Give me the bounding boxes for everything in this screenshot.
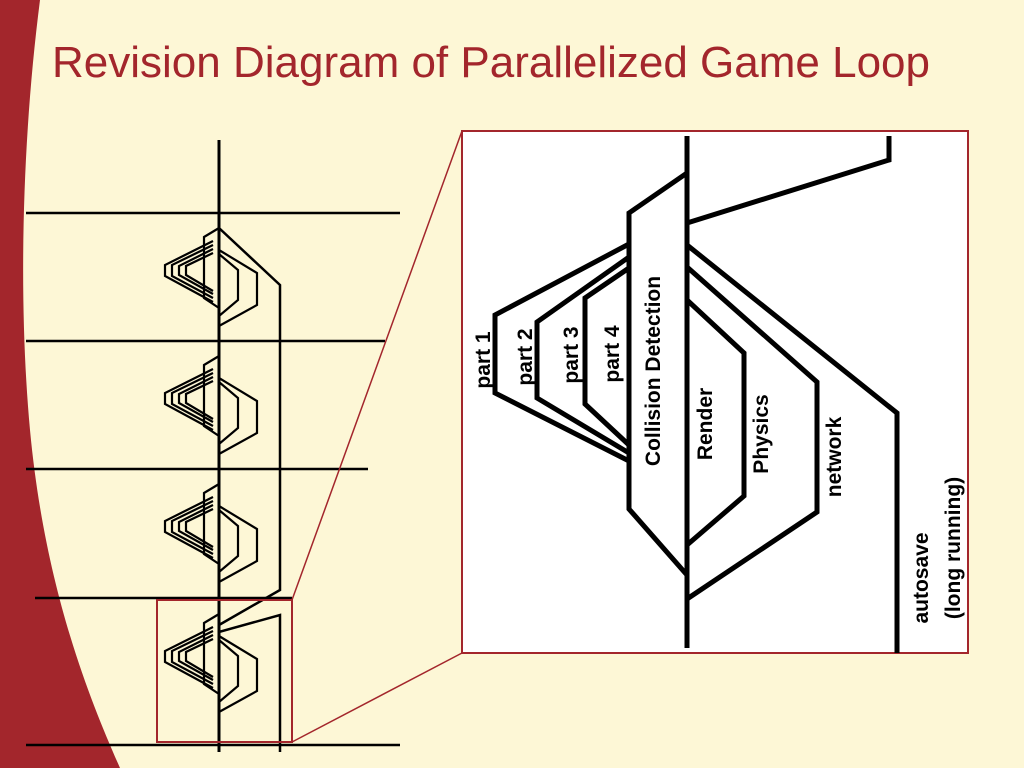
label-physics: Physics [750,394,773,473]
overview-autosave-revision [217,227,282,752]
overview-frame-mini-3 [163,482,259,584]
label-part1: part 1 [472,331,495,389]
collision-detection-revision [626,168,690,582]
label-network: network [823,416,846,497]
zoom-connectors [291,130,463,743]
label-autosave: autosave [910,532,933,623]
overview-diagram [26,140,400,752]
slide-title: Revision Diagram of Parallelized Game Lo… [52,38,930,87]
label-long-running: (long running) [942,477,965,619]
part1-revision [492,241,631,464]
zoom-source-box [156,599,293,743]
detail-labels: part 1 part 2 part 3 part 4 Collision De… [472,276,965,624]
overview-frame-mini [163,226,259,327]
overview-frame-mini-4 [163,612,259,714]
zoom-detail-panel: part 1 part 2 part 3 part 4 Collision De… [461,130,969,654]
autosave-join-line [686,136,892,226]
part2-revision [534,254,631,456]
frame-separators [26,211,400,747]
zoom-panel-frame [461,130,969,654]
label-render: Render [694,388,717,460]
label-part2: part 2 [514,328,537,385]
label-collision-detection: Collision Detection [642,276,665,466]
physics-network-revision [685,265,820,602]
autosave-revision [685,243,900,653]
label-part4: part 4 [601,325,624,383]
overview-frame-mini-2 [163,354,259,456]
label-part3: part 3 [560,326,583,383]
render-revision [685,298,747,547]
part3-revision [582,265,631,447]
